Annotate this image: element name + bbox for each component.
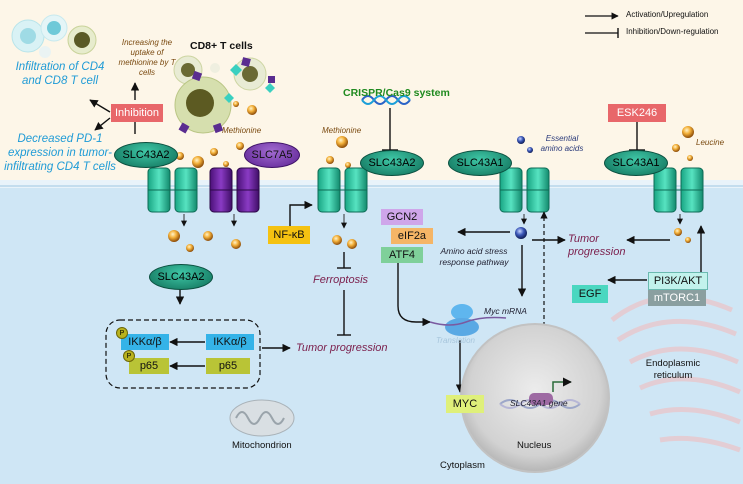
- crispr-label: CRISPR/Cas9 system: [343, 87, 450, 99]
- pd1-text: Decreased PD-1 expression in tumor-infil…: [4, 133, 116, 173]
- cd8-t-cells: [173, 55, 275, 134]
- endoplasmic-reticulum-icon: [610, 294, 741, 453]
- ikk-box: IKKα/β: [206, 334, 254, 350]
- er-label: Endoplasmic reticulum: [645, 358, 701, 381]
- phospho-marker-1: P: [116, 327, 128, 339]
- ferroptosis-label: Ferroptosis: [313, 274, 369, 286]
- myc-mrna-label: Myc mRNA: [484, 306, 527, 316]
- nucleus-label: Nucleus: [517, 440, 552, 451]
- leucine-label: Leucine: [696, 138, 725, 147]
- methionine-molecules: [168, 101, 694, 252]
- channel-slc43a1-mid: [499, 167, 550, 213]
- channel-slc43a1-right: [653, 167, 704, 213]
- phospho-marker-2: P: [123, 350, 135, 362]
- uptake-note: Increasing the uptake of methionine by T…: [118, 38, 176, 77]
- mitochondrion-label: Mitochondrion: [232, 440, 292, 451]
- methionine-label-1: Methionine: [222, 126, 262, 135]
- nfkb-complex-box: [105, 319, 261, 389]
- pi3k-box: PI3K/AKT: [648, 272, 708, 290]
- ikk-p-box: IKKα/β: [121, 334, 169, 350]
- dna-helix-icon: [361, 95, 411, 105]
- tumor-progression-nfkb: Tumor progression: [296, 342, 388, 354]
- eif2a-box: eIF2a: [391, 228, 433, 244]
- inhibition-box: Inhibition: [111, 104, 163, 122]
- translation-label: Translation: [436, 336, 475, 345]
- atf4-box: ATF4: [381, 247, 423, 263]
- p65-p-box: p65: [129, 358, 169, 374]
- tumor-progression-stress: Tumor progression: [568, 233, 626, 258]
- p65-box: p65: [206, 358, 250, 374]
- nucleus-icon: [460, 323, 610, 473]
- channel-slc7a5: [209, 167, 260, 213]
- slc43a1-mid-pill: SLC43A1: [448, 150, 512, 176]
- essential-aa-label: Essential amino acids: [540, 134, 584, 153]
- cytoplasm-label: Cytoplasm: [440, 460, 485, 471]
- esk246-box: ESK246: [608, 104, 666, 122]
- infiltration-text: Infiltration of CD4 and CD8 T cell: [15, 61, 105, 87]
- slc43a1-gene-label: SLC43A1 gene: [510, 398, 568, 408]
- gcn2-box: GCN2: [381, 209, 423, 225]
- mitochondrion-icon: [229, 399, 295, 437]
- slc43a1-right-pill: SLC43A1: [604, 150, 668, 176]
- essential-amino-acids: [515, 136, 533, 239]
- egf-box: EGF: [572, 285, 608, 303]
- stress-pathway-label: Amino acid stress response pathway: [439, 246, 509, 267]
- nfkb-box: NF-κB: [268, 226, 310, 244]
- legend-activation: Activation/Upregulation: [626, 10, 709, 19]
- t-cell-cluster: [11, 14, 97, 58]
- cell-membrane: [0, 180, 743, 188]
- channel-slc43a2-mid: [317, 167, 368, 213]
- methionine-label-2: Methionine: [322, 126, 362, 135]
- slc43a2-mid-pill: SLC43A2: [360, 150, 424, 176]
- slc43a2-cyto-pill: SLC43A2: [149, 264, 213, 290]
- legend-inhibition: Inhibition/Down-regulation: [626, 27, 719, 36]
- channel-slc43a2-left: [147, 167, 198, 213]
- slc7a5-pill: SLC7A5: [244, 142, 300, 168]
- myc-box: MYC: [446, 395, 484, 413]
- slc43a2-left-pill: SLC43A2: [114, 142, 178, 168]
- ribosome-icon: [429, 304, 507, 336]
- cd8-label: CD8+ T cells: [190, 40, 253, 52]
- mtorc1-box: mTORC1: [648, 290, 706, 306]
